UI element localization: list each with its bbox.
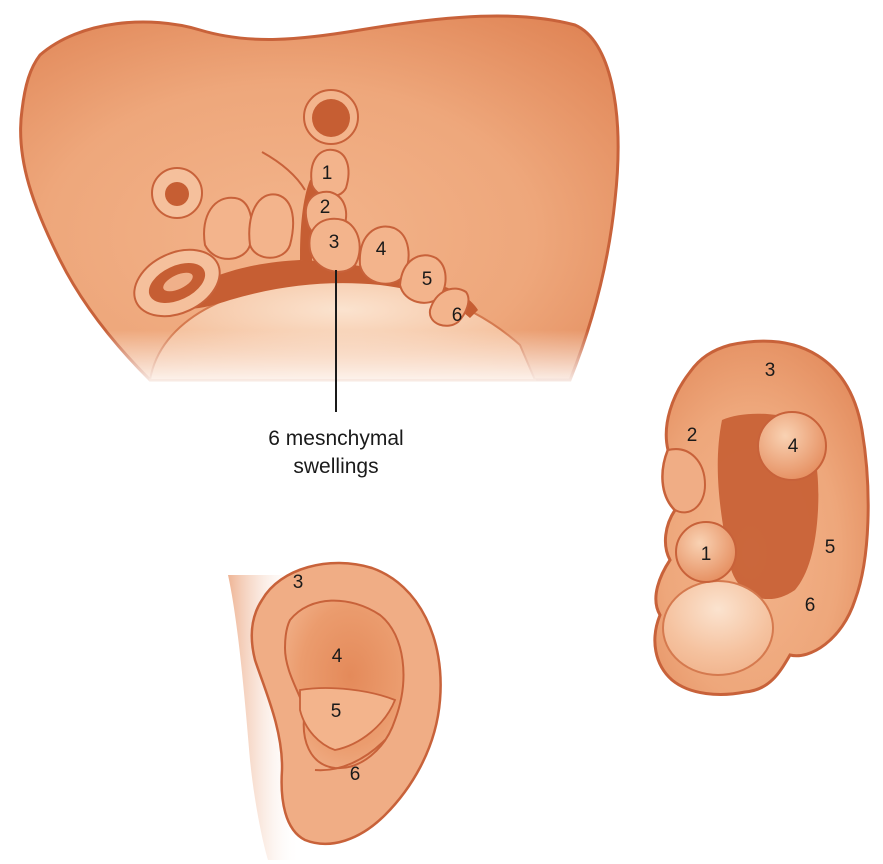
intermediate-stage: 1 2 3 4 5 6: [655, 341, 868, 694]
intermediate-label-4: 4: [788, 436, 799, 457]
intermediate-label-3: 3: [765, 360, 776, 381]
intermediate-label-2: 2: [687, 425, 698, 446]
embryo-label-4: 4: [376, 239, 387, 260]
embryo-label-5: 5: [422, 269, 433, 290]
intermediate-label-6: 6: [805, 595, 816, 616]
arch-left-b: [249, 194, 293, 257]
embryo-top-pit-inner: [312, 99, 350, 137]
ear-label-3: 3: [293, 572, 304, 593]
ear-label-6: 6: [350, 764, 361, 785]
caption-line-2: swellings: [293, 455, 378, 478]
embryo-label-3: 3: [329, 232, 340, 253]
caption: 6 mesnchymal swellings: [268, 427, 403, 478]
embryo-label-1: 1: [322, 163, 333, 184]
embryo-label-2: 2: [320, 197, 331, 218]
intermediate-bulb-bottom: [663, 581, 773, 675]
embryo-left-pit-inner: [165, 182, 189, 206]
caption-line-1: 6 mesnchymal: [268, 427, 403, 450]
embryo-stage: 1 2 3 4 5 6: [21, 16, 660, 412]
intermediate-label-5: 5: [825, 537, 836, 558]
arch-left-a: [204, 198, 252, 259]
ear-label-4: 4: [332, 646, 343, 667]
adult-ear-stage: 3 4 5 6: [228, 563, 441, 860]
embryo-bottom-fade: [100, 330, 660, 390]
intermediate-label-1: 1: [701, 544, 712, 565]
embryo-label-6: 6: [452, 305, 463, 326]
ear-label-5: 5: [331, 701, 342, 722]
